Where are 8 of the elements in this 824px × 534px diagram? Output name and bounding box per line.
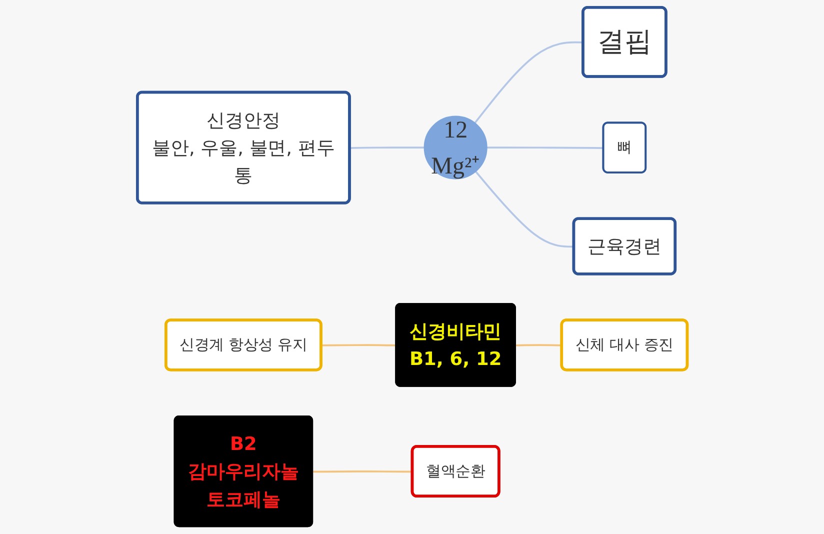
connector xyxy=(321,344,396,346)
connector xyxy=(474,170,574,248)
connector xyxy=(350,146,424,149)
connector xyxy=(486,146,604,149)
connector xyxy=(516,344,562,346)
connector xyxy=(474,41,584,124)
node-circle: 12 Mg²⁺ xyxy=(423,116,488,180)
connector xyxy=(312,470,412,473)
